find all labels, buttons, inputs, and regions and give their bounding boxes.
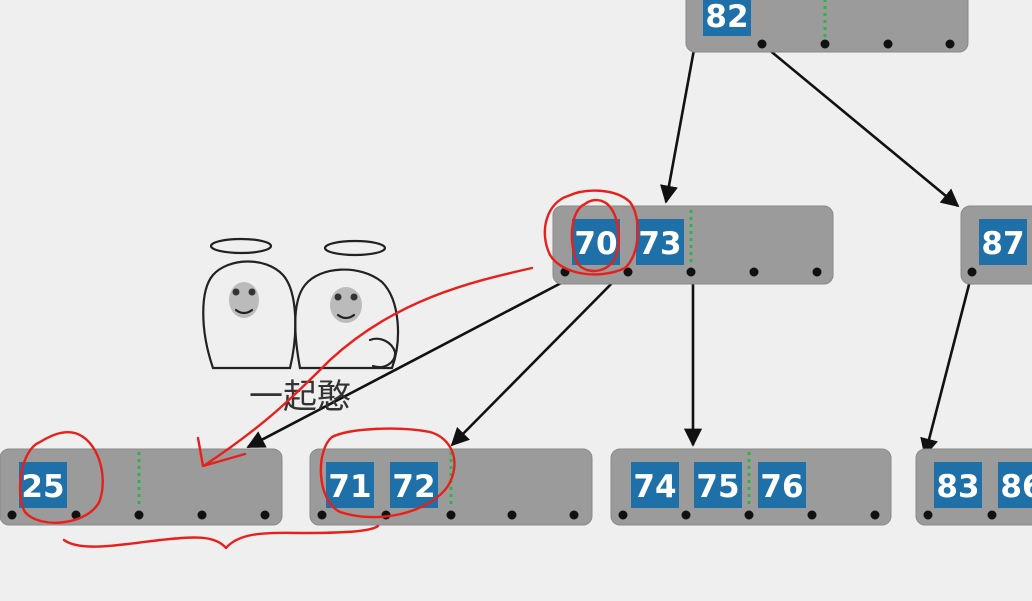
node-leaf-1: 25 xyxy=(0,448,283,526)
key-70: 70 xyxy=(572,219,620,265)
svg-text:72: 72 xyxy=(392,469,435,505)
ghost-figure-left xyxy=(202,237,297,370)
svg-text:75: 75 xyxy=(696,469,739,505)
annotation-circle-25 xyxy=(18,431,104,524)
key-83: 83 xyxy=(934,462,982,508)
edge-inner-left-to-leaf-2 xyxy=(450,272,623,447)
edge-inner-left-to-leaf-1 xyxy=(246,279,566,449)
annotation-arrow-head xyxy=(196,436,247,468)
node-leaf-3: 74 75 76 xyxy=(610,448,892,526)
node-inner-right: 87 xyxy=(960,205,1032,285)
key-71: 71 xyxy=(326,462,374,508)
annotation-circle-70-73 xyxy=(543,189,639,276)
annotation-circle-71-72 xyxy=(319,427,456,519)
node-inner-left: 70 73 xyxy=(552,205,834,285)
annotation-curve-arrow xyxy=(203,266,534,467)
key-25: 25 xyxy=(19,462,67,508)
key-76: 76 xyxy=(758,462,806,508)
svg-text:70: 70 xyxy=(574,226,617,262)
svg-text:76: 76 xyxy=(760,469,803,505)
edge-root-to-inner-right xyxy=(761,42,960,208)
meme-sticker: 一起憨 xyxy=(202,237,400,417)
red-annotations xyxy=(18,189,639,550)
svg-text:71: 71 xyxy=(328,469,371,505)
annotation-circle-70 xyxy=(570,198,620,273)
ghost-figure-right xyxy=(294,239,400,370)
key-73: 73 xyxy=(636,219,684,265)
svg-text:86: 86 xyxy=(1000,469,1032,505)
svg-text:87: 87 xyxy=(981,226,1024,262)
key-75: 75 xyxy=(694,462,742,508)
edge-root-to-inner-left xyxy=(660,43,697,204)
node-root: 82 xyxy=(685,0,969,53)
tree-edges xyxy=(246,42,974,457)
svg-text:82: 82 xyxy=(705,0,748,35)
svg-text:83: 83 xyxy=(936,469,979,505)
svg-text:25: 25 xyxy=(21,469,64,505)
key-72: 72 xyxy=(390,462,438,508)
key-82: 82 xyxy=(703,0,751,36)
annotation-bracket xyxy=(62,524,380,550)
svg-text:73: 73 xyxy=(638,226,681,262)
key-74: 74 xyxy=(631,462,679,508)
key-87: 87 xyxy=(979,219,1027,265)
key-86: 86 xyxy=(998,462,1032,508)
node-leaf-4: 83 86 xyxy=(915,448,1032,526)
node-leaf-2: 71 72 xyxy=(309,448,593,526)
edge-inner-right-to-leaf-4 xyxy=(920,272,974,457)
meme-caption: 一起憨 xyxy=(249,377,351,417)
svg-text:74: 74 xyxy=(633,469,676,505)
